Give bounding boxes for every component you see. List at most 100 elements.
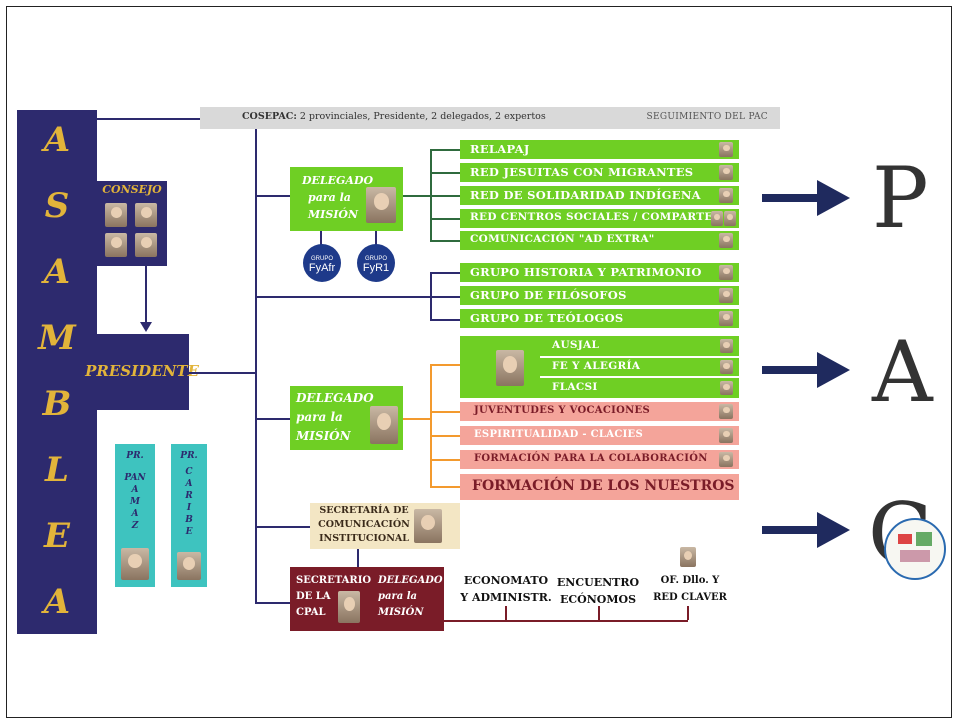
red-indigena-label: RED DE SOLIDARIDAD INDÍGENA bbox=[470, 188, 701, 202]
consejo-photo bbox=[135, 203, 157, 227]
asamblea-letter: S bbox=[44, 186, 70, 226]
pr-letter: C bbox=[185, 467, 193, 477]
connector-line bbox=[430, 364, 460, 366]
grupo-filosofos-box: GRUPO DE FILÓSOFOS bbox=[460, 286, 739, 305]
asamblea-letter: A bbox=[43, 582, 71, 622]
arrow-right-icon bbox=[762, 352, 850, 388]
pr-head: PR. bbox=[180, 451, 198, 461]
connector-line bbox=[375, 231, 377, 245]
connector-line bbox=[97, 118, 200, 120]
arrow-down-icon bbox=[140, 322, 152, 332]
connector-line bbox=[505, 606, 507, 620]
connector-line bbox=[430, 435, 460, 437]
pr-caribe-text: PR. C A R I B E bbox=[171, 450, 207, 538]
asamblea-letter: A bbox=[43, 120, 71, 160]
grupo-historia-box: GRUPO HISTORIA Y PATRIMONIO bbox=[460, 263, 739, 282]
pr-panamaz-text: PR. PAN A M A Z bbox=[115, 450, 155, 532]
delegado-line: para la bbox=[308, 191, 351, 204]
pac-letter-p: P bbox=[872, 149, 929, 247]
fe-alegria-label: FE Y ALEGRÍA bbox=[552, 360, 641, 372]
member-photo bbox=[719, 142, 733, 157]
encuentro-label: ENCUENTRO ECÓNOMOS bbox=[548, 574, 648, 608]
connector-line bbox=[255, 296, 430, 298]
asamblea-letter: B bbox=[42, 384, 72, 424]
secretaria-photo bbox=[414, 509, 442, 543]
secretario-label: SECRETARIO DE LA CPAL bbox=[296, 573, 371, 621]
cosepac-description: 2 provinciales, Presidente, 2 delegados,… bbox=[296, 111, 546, 122]
member-photo bbox=[719, 265, 733, 280]
connector-line bbox=[430, 486, 460, 488]
asamblea-letter: A bbox=[43, 252, 71, 292]
red-migrantes-box: RED JESUITAS CON MIGRANTES bbox=[460, 163, 739, 182]
connector-line bbox=[430, 364, 432, 486]
espiritualidad-box: ESPIRITUALIDAD - CLACIES bbox=[460, 426, 739, 445]
secretaria-line: SECRETARÍA DE bbox=[319, 505, 409, 516]
seguimiento-label: SEGUIMIENTO DEL PAC bbox=[646, 112, 768, 122]
grupo-filosofos-label: GRUPO DE FILÓSOFOS bbox=[470, 288, 627, 302]
secretario-photo bbox=[338, 591, 360, 623]
grupo-main: FyAfr bbox=[308, 262, 336, 274]
consejo-photo bbox=[135, 233, 157, 257]
secretaria-label: SECRETARÍA DE COMUNICACIÓN INSTITUCIONAL bbox=[318, 504, 410, 546]
connector-line bbox=[430, 195, 460, 197]
arrow-right-icon bbox=[762, 512, 850, 548]
pac-letter-a: A bbox=[872, 323, 933, 421]
bottom-line: OF. Dllo. Y bbox=[660, 575, 720, 586]
asamblea-letter: M bbox=[38, 318, 76, 358]
secretario-cpal-box: SECRETARIO DE LA CPAL DELEGADO para la M… bbox=[290, 567, 444, 631]
comunicacion-box: COMUNICACIÓN "AD EXTRA" bbox=[460, 231, 739, 250]
connector-line bbox=[430, 459, 460, 461]
member-photo bbox=[719, 288, 733, 303]
member-photo bbox=[720, 381, 733, 395]
bottom-line: Y ADMINISTR. bbox=[460, 591, 552, 604]
member-photo bbox=[711, 211, 723, 226]
connector-line bbox=[255, 129, 257, 603]
ofdllo-label: OF. Dllo. Y RED CLAVER bbox=[640, 572, 740, 606]
consejo-photo bbox=[105, 233, 127, 257]
red-centros-box: RED CENTROS SOCIALES / COMPARTE bbox=[460, 209, 739, 228]
grupo-top: GRUPO bbox=[364, 256, 387, 262]
asamblea-column: A S A M B L E A bbox=[17, 110, 97, 634]
relapaj-box: RELAPAJ bbox=[460, 140, 739, 159]
relapaj-label: RELAPAJ bbox=[470, 142, 530, 156]
pr-letter: A bbox=[131, 509, 139, 519]
delegado-line: DELEGADO bbox=[296, 391, 374, 405]
delegado-photo bbox=[366, 187, 396, 223]
juventudes-label: JUVENTUDES Y VOCACIONES bbox=[474, 405, 650, 416]
member-photo bbox=[720, 339, 733, 353]
formacion-nuestros-box: FORMACIÓN DE LOS NUESTROS bbox=[460, 474, 739, 500]
pr-letter: A bbox=[185, 479, 193, 489]
flacsi-label: FLACSI bbox=[552, 381, 598, 393]
secretario-line: MISIÓN bbox=[378, 607, 424, 618]
presidente-label: PRESIDENTE bbox=[85, 362, 199, 380]
pr-caribe-box: PR. C A R I B E bbox=[171, 444, 207, 587]
secretaria-line: COMUNICACIÓN bbox=[318, 519, 410, 530]
connector-line bbox=[189, 372, 256, 374]
grupo-fyafr-badge: GRUPO FyAfr bbox=[303, 244, 341, 282]
pr-letter: M bbox=[130, 497, 140, 507]
connector-line bbox=[255, 526, 310, 528]
formacion-colaboracion-box: FORMACIÓN PARA LA COLABORACIÓN bbox=[460, 450, 739, 469]
bottom-line: ECÓNOMOS bbox=[559, 593, 637, 606]
member-photo bbox=[719, 428, 733, 443]
grupo-teologos-label: GRUPO DE TEÓLOGOS bbox=[470, 311, 624, 325]
secretario-delegado-label: DELEGADO para la MISIÓN bbox=[378, 573, 443, 621]
juventudes-box: JUVENTUDES Y VOCACIONES bbox=[460, 402, 739, 421]
connector-line bbox=[430, 296, 460, 298]
connector-line bbox=[403, 195, 430, 197]
pr-letter: PAN bbox=[124, 473, 146, 483]
pr-head: PR. bbox=[126, 451, 144, 461]
connector-line bbox=[430, 172, 460, 174]
connector-line bbox=[255, 602, 290, 604]
pac-logo-icon bbox=[884, 518, 946, 580]
member-photo bbox=[719, 452, 733, 467]
redes-apostolicas-box: AUSJAL FE Y ALEGRÍA FLACSI bbox=[460, 336, 739, 398]
red-migrantes-label: RED JESUITAS CON MIGRANTES bbox=[470, 165, 694, 179]
secretario-line: SECRETARIO bbox=[296, 575, 372, 586]
secretario-line: para la bbox=[378, 591, 417, 602]
fe-alegria-row: FE Y ALEGRÍA bbox=[540, 358, 739, 378]
slide-frame bbox=[6, 6, 952, 718]
connector-line bbox=[255, 195, 290, 197]
delegado-photo bbox=[370, 406, 398, 444]
pr-letter: R bbox=[185, 491, 193, 501]
